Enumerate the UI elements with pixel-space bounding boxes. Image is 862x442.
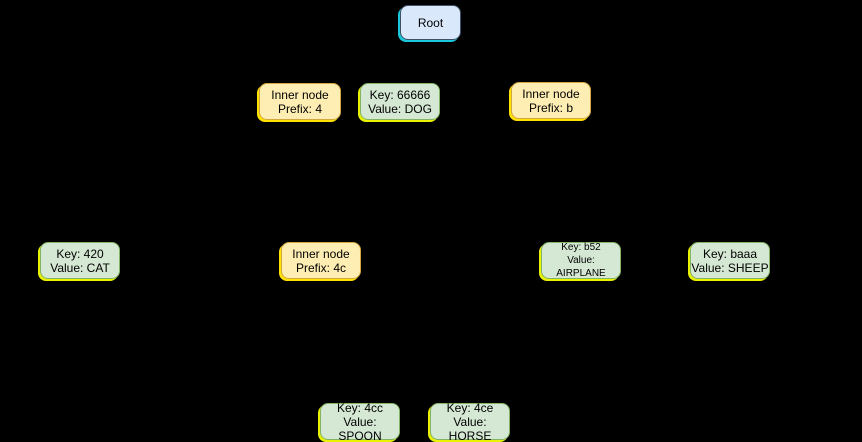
node-label-line2: Prefix: 4c	[295, 260, 346, 275]
tree-node-inner-prefix-4c[interactable]: Inner node Prefix: 4c	[281, 242, 361, 279]
tree-node-inner-prefix-b[interactable]: Inner node Prefix: b	[511, 82, 591, 119]
node-label-line1: Key: 4cc	[336, 400, 384, 415]
node-label-line1: Key: b52	[561, 242, 601, 253]
tree-node-root[interactable]: Root	[400, 5, 461, 40]
node-label-line1: Inner node	[271, 87, 329, 102]
node-label: Root	[417, 15, 444, 30]
tree-node-key-4ce[interactable]: Key: 4ce Value: HORSE	[430, 400, 510, 442]
tree-node-key-baaa[interactable]: Key: baaa Value: SHEEP	[690, 242, 770, 279]
node-label-line1: Inner node	[292, 246, 350, 261]
node-label-line2: Prefix: b	[528, 100, 573, 115]
node-label-line1: Key: 420	[56, 246, 104, 261]
tree-node-inner-prefix-4[interactable]: Inner node Prefix: 4	[259, 83, 341, 120]
node-label-line2: Value: DOG	[368, 101, 432, 116]
node-label-line2: Prefix: 4	[277, 101, 322, 116]
tree-node-key-4cc[interactable]: Key: 4cc Value: SPOON	[320, 400, 400, 442]
node-label-line2: Value: SPOON	[338, 414, 382, 442]
node-label-line1: Key: 66666	[369, 87, 431, 102]
node-label-line1: Key: 4ce	[446, 400, 494, 415]
node-label-line2: Value: CAT	[50, 260, 110, 275]
node-label-line2: Value: HORSE	[448, 414, 492, 442]
tree-node-key-b52[interactable]: Key: b52 Value: AIRPLANE	[541, 242, 621, 279]
node-label-line1: Key: baaa	[702, 246, 758, 261]
node-label-line2: Value: AIRPLANE	[556, 255, 606, 279]
node-label-line1: Inner node	[522, 86, 580, 101]
tree-node-key-420[interactable]: Key: 420 Value: CAT	[40, 242, 120, 279]
tree-node-key-66666[interactable]: Key: 66666 Value: DOG	[360, 83, 440, 120]
node-label-line2: Value: SHEEP	[691, 260, 769, 275]
